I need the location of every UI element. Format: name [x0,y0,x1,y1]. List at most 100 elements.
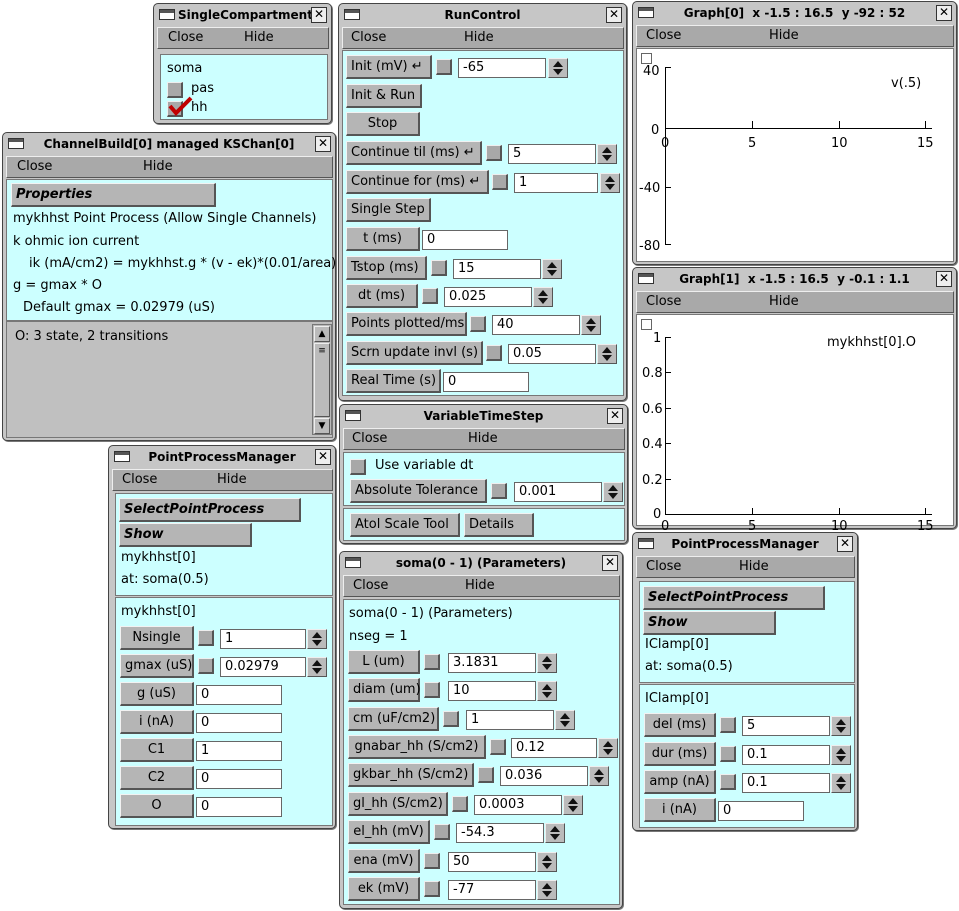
gnabar-stepper[interactable] [598,738,618,758]
tstop-stepper[interactable] [542,259,562,279]
title-bar[interactable]: PointProcessManager ✕ [111,448,333,468]
g-button[interactable]: g (uS) [120,682,194,706]
del-field[interactable]: 5 [742,716,830,736]
state-list[interactable]: O: 3 state, 2 transitions ▲ ≡ ▼ [6,321,333,438]
window-menu-icon[interactable] [638,273,654,284]
title-bar[interactable]: SingleCompartment ✕ [156,6,329,26]
i-button[interactable]: i (nA) [644,798,716,822]
gkbar-checkbox[interactable] [478,767,494,783]
show-button[interactable]: Show [643,611,776,635]
title-bar[interactable]: Graph[1] x -1.5 : 16.5 y -0.1 : 1.1 ✕ [635,270,954,290]
init-field[interactable]: -65 [458,58,546,78]
close-icon[interactable]: ✕ [936,271,952,287]
dur-button[interactable]: dur (ms) [644,742,716,766]
diam-checkbox[interactable] [424,682,440,698]
gmax-stepper[interactable] [307,657,327,677]
title-bar[interactable]: RunControl ✕ [341,6,624,26]
el-stepper[interactable] [545,823,565,843]
l-field[interactable]: 3.1831 [448,653,536,673]
stop-button[interactable]: Stop [346,112,420,136]
c1-field[interactable]: 1 [196,741,282,761]
init-button[interactable]: Init (mV) ↵ [346,55,432,79]
close-menu[interactable]: Close [168,30,204,45]
nsingle-stepper[interactable] [307,629,327,649]
ena-checkbox[interactable] [424,853,440,869]
absolute-tolerance-checkbox[interactable] [491,483,507,499]
l-button[interactable]: L (um) [348,650,420,674]
graph0-canvas[interactable]: 40 0 -40 -80 0 5 10 15 v(.5) [636,48,954,262]
dt-checkbox[interactable] [422,288,438,304]
continue-for-button[interactable]: Continue for (ms) ↵ [346,170,489,194]
variable-label[interactable]: mykhhst[0].O [827,335,917,350]
gmax-button[interactable]: gmax (uS) [120,654,194,678]
gnabar-field[interactable]: 0.12 [511,738,597,758]
close-icon[interactable]: ✕ [315,136,331,152]
properties-button[interactable]: Properties [11,183,216,207]
title-bar[interactable]: Graph[0] x -1.5 : 16.5 y -92 : 52 ✕ [635,4,954,24]
gkbar-field[interactable]: 0.036 [500,766,588,786]
continue-til-field[interactable]: 5 [508,144,596,164]
points-plotted-field[interactable]: 40 [492,315,580,335]
scrn-update-button[interactable]: Scrn update invl (s) [346,341,483,365]
hide-menu[interactable]: Hide [143,159,173,174]
el-checkbox[interactable] [434,824,450,840]
continue-for-field[interactable]: 1 [514,173,598,193]
c2-button[interactable]: C2 [120,766,194,790]
dur-checkbox[interactable] [720,746,736,762]
details-button[interactable]: Details [464,513,534,537]
hide-menu[interactable]: Hide [244,30,274,45]
cm-field[interactable]: 1 [466,710,554,730]
tstop-button[interactable]: Tstop (ms) [346,256,427,280]
diam-button[interactable]: diam (um) [348,678,421,702]
tstop-checkbox[interactable] [431,260,447,276]
scroll-up-icon[interactable]: ▲ [314,326,330,342]
close-menu[interactable]: Close [122,472,158,487]
ena-button[interactable]: ena (mV) [348,849,420,873]
hide-menu[interactable]: Hide [465,578,495,593]
dt-stepper[interactable] [533,287,553,307]
c2-field[interactable]: 0 [196,769,282,789]
init-run-button[interactable]: Init & Run [346,84,422,108]
window-menu-icon[interactable] [114,451,130,462]
continue-til-stepper[interactable] [597,144,617,164]
hide-menu[interactable]: Hide [217,472,247,487]
absolute-tolerance-button[interactable]: Absolute Tolerance [350,479,487,503]
title-bar[interactable]: ChannelBuild[0] managed KSChan[0] ✕ [5,135,333,155]
el-field[interactable]: -54.3 [456,823,544,843]
window-menu-icon[interactable] [344,9,360,20]
window-menu-icon[interactable] [638,7,654,18]
t-field[interactable]: 0 [422,230,508,250]
del-checkbox[interactable] [720,717,736,733]
g-field[interactable]: 0 [196,685,282,705]
ek-button[interactable]: ek (mV) [348,877,420,901]
cm-button[interactable]: cm (uF/cm2) [348,707,439,731]
t-button[interactable]: t (ms) [346,227,420,251]
close-menu[interactable]: Close [17,159,53,174]
gnabar-checkbox[interactable] [490,739,506,755]
hide-menu[interactable]: Hide [769,294,799,309]
i-field[interactable]: 0 [718,801,804,821]
points-plotted-checkbox[interactable] [470,316,486,332]
scroll-down-icon[interactable]: ▼ [314,418,330,434]
pas-checkbox[interactable] [167,82,183,98]
scrn-update-stepper[interactable] [597,344,617,364]
nsingle-checkbox[interactable] [198,630,214,646]
title-bar[interactable]: VariableTimeStep ✕ [342,407,625,427]
ek-field[interactable]: -77 [448,880,536,900]
close-icon[interactable]: ✕ [315,449,331,465]
cm-checkbox[interactable] [443,711,459,727]
real-time-field[interactable]: 0 [443,372,529,392]
window-menu-icon[interactable] [8,138,24,149]
dt-button[interactable]: dt (ms) [346,284,418,308]
continue-til-checkbox[interactable] [486,145,502,161]
hide-menu[interactable]: Hide [468,431,498,446]
o-field[interactable]: 0 [196,797,282,817]
continue-for-stepper[interactable] [600,173,620,193]
select-point-process-button[interactable]: SelectPointProcess [119,498,301,522]
continue-for-checkbox[interactable] [492,174,508,190]
gl-checkbox[interactable] [452,796,468,812]
init-stepper[interactable] [548,58,568,78]
close-menu[interactable]: Close [646,559,682,574]
close-menu[interactable]: Close [352,431,388,446]
close-icon[interactable]: ✕ [936,5,952,21]
